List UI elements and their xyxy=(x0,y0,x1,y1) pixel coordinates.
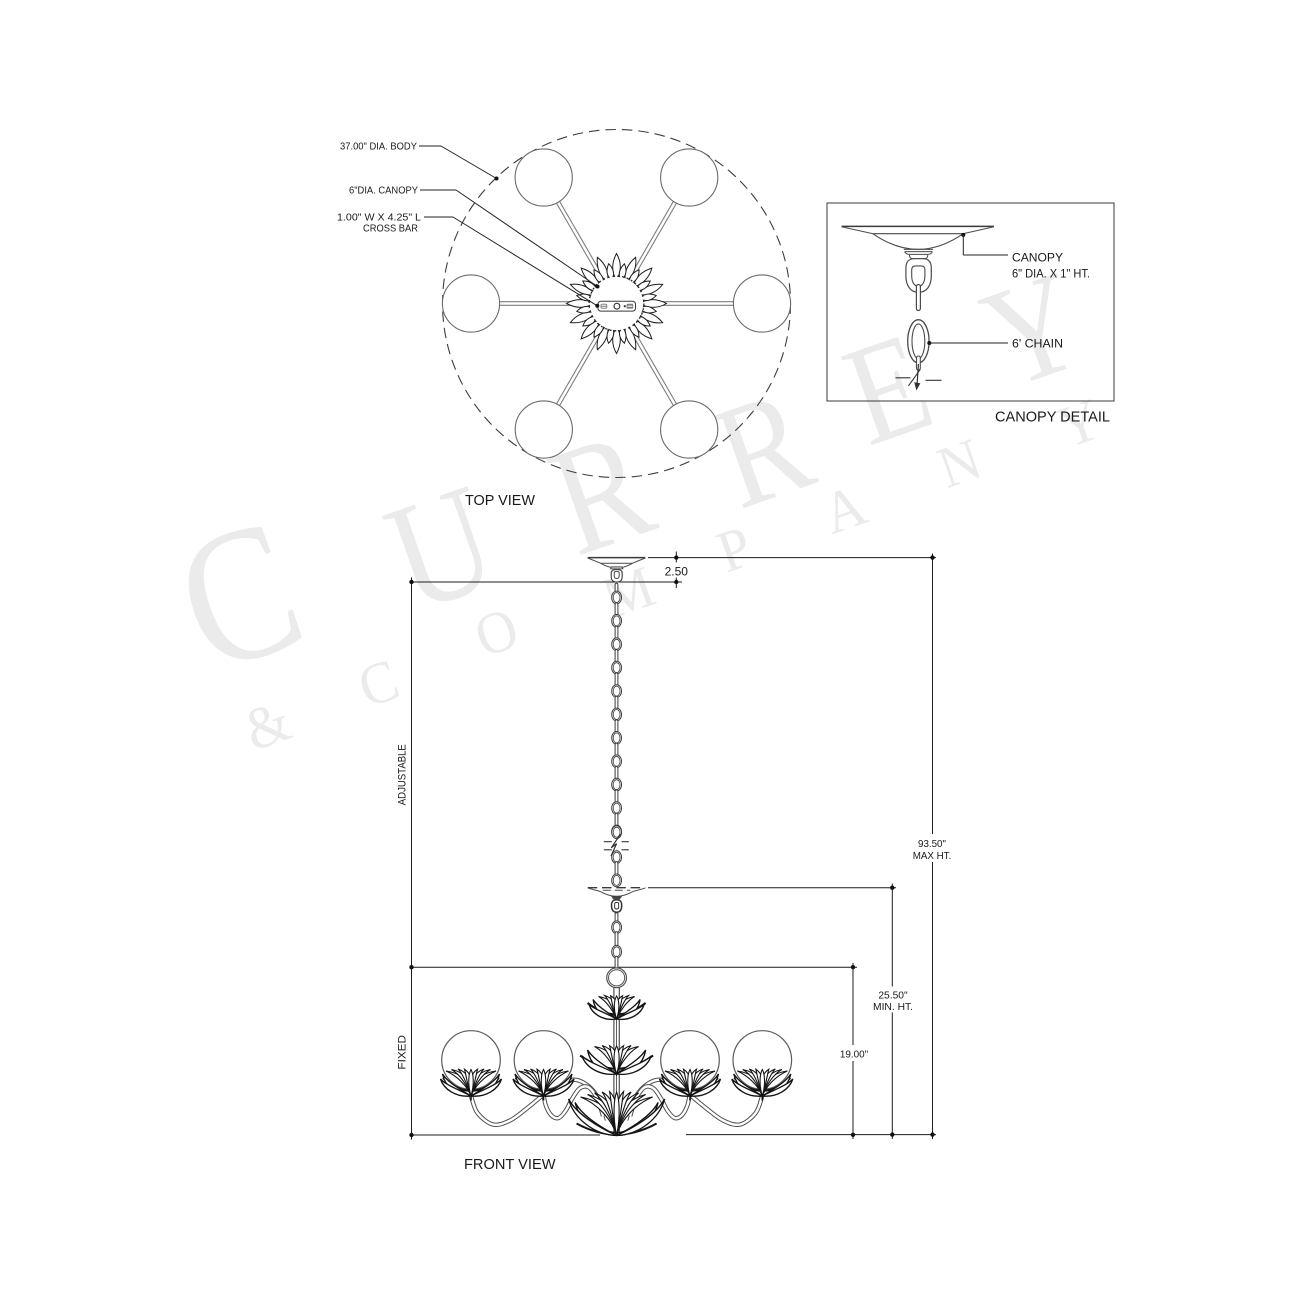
svg-text:TOP VIEW: TOP VIEW xyxy=(465,493,535,509)
svg-text:CANOPY: CANOPY xyxy=(1012,251,1063,265)
svg-text:MAX HT.: MAX HT. xyxy=(913,851,952,862)
svg-text:2.50: 2.50 xyxy=(665,565,689,579)
svg-text:6"DIA. CANOPY: 6"DIA. CANOPY xyxy=(349,186,418,197)
svg-text:19.00": 19.00" xyxy=(840,1050,869,1061)
svg-text:CROSS BAR: CROSS BAR xyxy=(363,224,418,235)
svg-text:37.00" DIA. BODY: 37.00" DIA. BODY xyxy=(340,142,417,153)
svg-text:1.00" W X 4.25" L: 1.00" W X 4.25" L xyxy=(337,213,422,224)
svg-text:6" DIA. X 1" HT.: 6" DIA. X 1" HT. xyxy=(1012,267,1090,281)
svg-text:MIN. HT.: MIN. HT. xyxy=(873,1002,913,1013)
svg-text:FIXED: FIXED xyxy=(397,1035,409,1070)
svg-text:ADJUSTABLE: ADJUSTABLE xyxy=(397,744,409,805)
svg-text:FRONT VIEW: FRONT VIEW xyxy=(464,1157,556,1173)
svg-text:6' CHAIN: 6' CHAIN xyxy=(1012,337,1063,351)
svg-text:25.50": 25.50" xyxy=(878,991,908,1002)
svg-text:93.50": 93.50" xyxy=(918,839,946,850)
svg-text:CANOPY DETAIL: CANOPY DETAIL xyxy=(995,409,1110,426)
